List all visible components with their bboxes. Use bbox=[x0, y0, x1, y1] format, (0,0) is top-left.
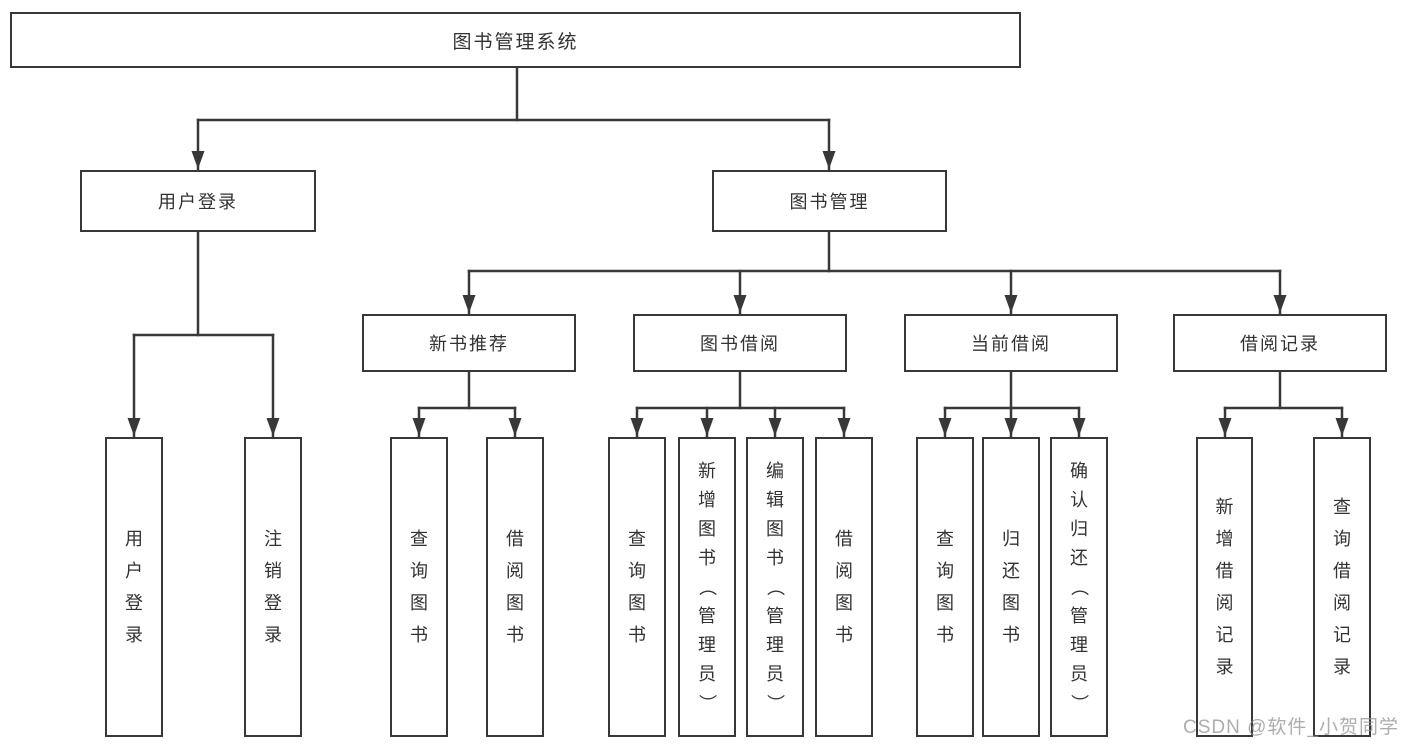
node-label: 确认归还（管理员） bbox=[1069, 461, 1089, 712]
node-label: 借阅图书 bbox=[835, 529, 853, 645]
node-label: 查询图书 bbox=[410, 529, 428, 645]
node-label: 查询图书 bbox=[936, 529, 954, 645]
leaf-add-books-admin: 新增图书（管理员） bbox=[678, 437, 736, 737]
node-book-management-system: 图书管理系统 bbox=[10, 12, 1021, 68]
leaf-logout: 注销登录 bbox=[244, 437, 302, 737]
leaf-add-borrow-record: 新增借阅记录 bbox=[1196, 437, 1253, 737]
node-label: 当前借阅 bbox=[971, 334, 1051, 354]
leaf-query-books-borrowing: 查询图书 bbox=[608, 437, 666, 737]
csdn-watermark: CSDN @软件_小贺同学 bbox=[1183, 717, 1399, 738]
leaf-borrow-books-recommend: 借阅图书 bbox=[486, 437, 544, 737]
node-label: 新增借阅记录 bbox=[1215, 497, 1234, 677]
leaf-borrow-books-borrowing: 借阅图书 bbox=[815, 437, 873, 737]
node-book-management-branch: 图书管理 bbox=[712, 170, 947, 232]
node-label: 图书借阅 bbox=[700, 334, 780, 354]
leaf-confirm-return-admin: 确认归还（管理员） bbox=[1050, 437, 1108, 737]
node-book-borrowing: 图书借阅 bbox=[633, 314, 847, 372]
node-label: 借阅图书 bbox=[506, 529, 524, 645]
node-label: 图书管理 bbox=[789, 192, 870, 212]
node-label: 查询图书 bbox=[628, 529, 646, 645]
leaf-edit-books-admin: 编辑图书（管理员） bbox=[746, 437, 804, 737]
leaf-return-books: 归还图书 bbox=[982, 437, 1040, 737]
node-label: 图书管理系统 bbox=[452, 31, 579, 53]
node-label: 注销登录 bbox=[264, 529, 282, 645]
node-label: 归还图书 bbox=[1002, 529, 1020, 645]
node-label: 用户登录 bbox=[125, 529, 143, 645]
leaf-query-borrow-record: 查询借阅记录 bbox=[1313, 437, 1371, 737]
node-label: 编辑图书（管理员） bbox=[765, 461, 785, 712]
leaf-user-login: 用户登录 bbox=[105, 437, 163, 737]
node-current-borrowing: 当前借阅 bbox=[904, 314, 1118, 372]
node-user-login-branch: 用户登录 bbox=[80, 170, 316, 232]
leaf-query-books-recommend: 查询图书 bbox=[390, 437, 448, 737]
leaf-query-books-current: 查询图书 bbox=[916, 437, 974, 737]
node-label: 新增图书（管理员） bbox=[697, 461, 717, 712]
node-label: 用户登录 bbox=[158, 192, 238, 212]
node-label: 新书推荐 bbox=[429, 334, 509, 354]
node-borrowing-records: 借阅记录 bbox=[1173, 314, 1387, 372]
node-label: 借阅记录 bbox=[1240, 334, 1320, 354]
node-new-book-recommendation: 新书推荐 bbox=[362, 314, 576, 372]
node-label: 查询借阅记录 bbox=[1333, 497, 1351, 677]
